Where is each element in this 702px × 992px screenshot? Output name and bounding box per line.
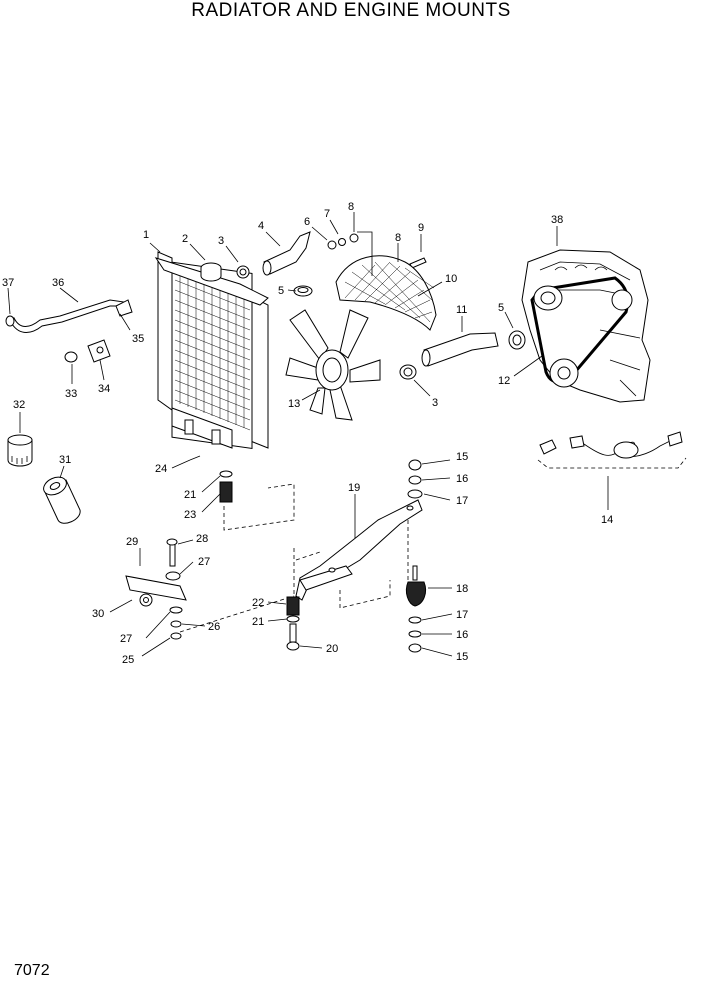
callout-1: 1	[143, 229, 149, 241]
callout-5: 5	[278, 285, 284, 297]
callout-8: 8	[395, 232, 401, 244]
right-mount-lower	[405, 565, 427, 653]
callout-9: 9	[418, 222, 424, 234]
right-mount-upper	[407, 459, 423, 499]
callout-33: 33	[65, 388, 77, 400]
fan-shroud	[335, 255, 437, 331]
page-title: RADIATOR AND ENGINE MOUNTS	[191, 0, 511, 21]
seal-left	[293, 285, 313, 297]
callout-28: 28	[196, 533, 208, 545]
callout-23: 23	[184, 509, 196, 521]
overflow-tube	[5, 299, 133, 333]
callout-21: 21	[184, 489, 196, 501]
callout-3: 3	[218, 235, 224, 247]
callout-30: 30	[92, 608, 104, 620]
callout-17: 17	[456, 495, 468, 507]
callout-13: 13	[288, 398, 300, 410]
callout-32: 32	[13, 399, 25, 411]
callout-20: 20	[326, 643, 338, 655]
drain-parts	[64, 339, 111, 363]
callout-16: 16	[456, 629, 468, 641]
callout-4: 4	[258, 220, 264, 232]
callout-10: 10	[445, 273, 457, 285]
callout-19: 19	[348, 482, 360, 494]
callout-37: 37	[2, 277, 14, 289]
rear-mount-bracket	[125, 538, 187, 640]
center-mount-stack	[286, 596, 300, 651]
callout-15: 15	[456, 451, 468, 463]
callout-25: 25	[122, 654, 134, 666]
callout-8: 8	[348, 201, 354, 213]
leader-lines	[7, 212, 609, 657]
radiator-cap	[200, 262, 222, 282]
callout-38: 38	[551, 214, 563, 226]
callout-3: 3	[432, 397, 438, 409]
callout-26: 26	[208, 621, 220, 633]
callout-6: 6	[304, 216, 310, 228]
page-number: 7072	[14, 962, 50, 979]
hose-clamp-upper	[236, 265, 250, 279]
hose-clamp-lower	[399, 364, 417, 380]
callout-29: 29	[126, 536, 138, 548]
upper-hose	[263, 231, 311, 275]
cooling-fan	[285, 309, 381, 421]
callout-36: 36	[52, 277, 64, 289]
callout-27: 27	[120, 633, 132, 645]
callout-14: 14	[601, 514, 613, 526]
callout-labels: 1 2 3 4 6 7 8 8 9 10 5 11 5 38 12 3 13 3…	[2, 201, 613, 666]
seal-right	[508, 330, 526, 350]
left-mount-upper	[179, 455, 295, 633]
callout-34: 34	[98, 383, 110, 395]
callout-2: 2	[182, 233, 188, 245]
callout-15: 15	[456, 651, 468, 663]
callout-5: 5	[498, 302, 504, 314]
callout-12: 12	[498, 375, 510, 387]
callout-31: 31	[59, 454, 71, 466]
callout-7: 7	[324, 208, 330, 220]
callout-27: 27	[198, 556, 210, 568]
oil-filter	[43, 476, 81, 524]
callout-35: 35	[132, 333, 144, 345]
callout-11: 11	[456, 304, 467, 316]
block-heater-kit	[537, 431, 687, 469]
engine	[521, 249, 651, 403]
callout-24: 24	[155, 463, 167, 475]
callout-17: 17	[456, 609, 468, 621]
callout-22: 22	[252, 597, 264, 609]
coolant-filter	[7, 434, 33, 467]
callout-16: 16	[456, 473, 468, 485]
callout-18: 18	[456, 583, 468, 595]
radiator	[154, 251, 269, 449]
callout-21: 21	[252, 616, 264, 628]
engine-mount-bracket	[293, 499, 423, 609]
lower-hose	[423, 332, 499, 367]
